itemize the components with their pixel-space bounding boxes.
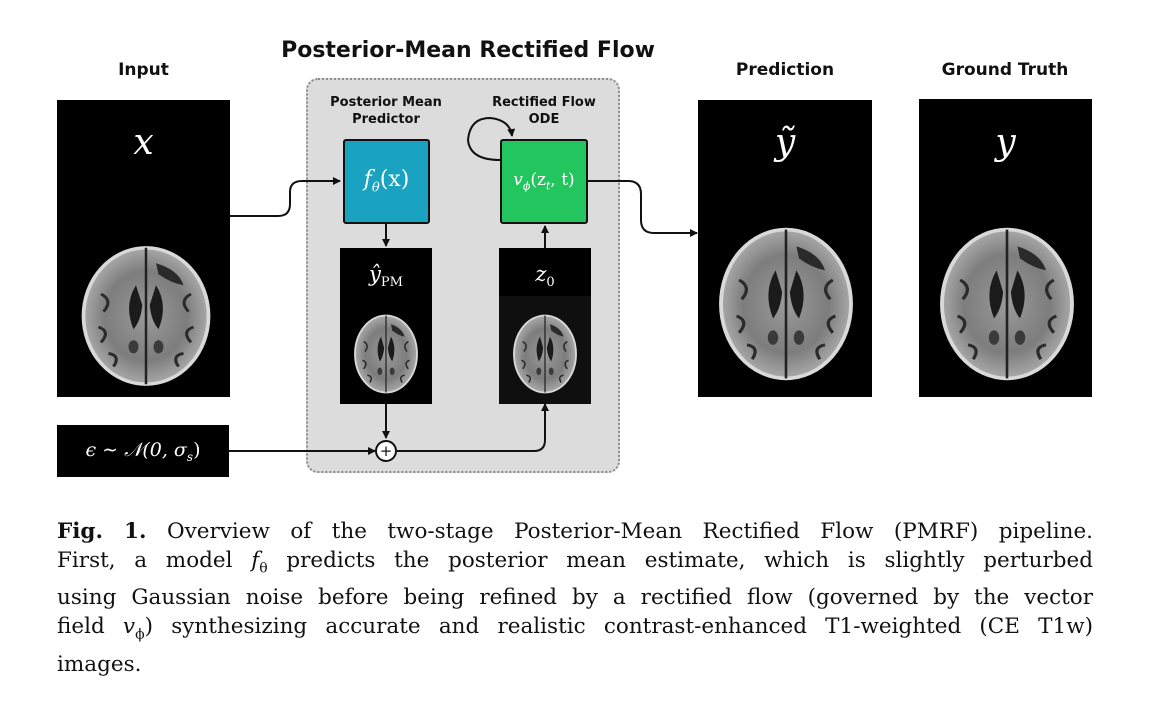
- z0-z: z: [535, 262, 547, 286]
- rf-ode-label: Rectified Flow ODE: [478, 94, 610, 128]
- plus-symbol: +: [379, 442, 393, 460]
- noise-formula: ϵ ∼ 𝒩(0, σs): [86, 439, 201, 464]
- posterior-mean-predictor-box: fθ(x): [343, 139, 430, 224]
- input-image-panel: x: [57, 100, 230, 397]
- pm-predictor-label-line1: Posterior Mean: [330, 95, 442, 110]
- caption-line-3: using Gaussian noise before being refine…: [57, 585, 1093, 611]
- t-subscript: t: [546, 179, 551, 193]
- caption-line-2-a: First, a model: [57, 548, 252, 573]
- ypm-subscript: PM: [380, 275, 403, 291]
- arrow-v-to-prediction: [588, 180, 698, 237]
- ground-truth-header: Ground Truth: [941, 60, 1069, 80]
- caption-line-2-b: predicts the posterior mean estimate, wh…: [267, 548, 1093, 573]
- ypm-symbol: ŷPM: [340, 262, 432, 290]
- input-symbol: x: [133, 122, 154, 163]
- caption-f-sub: θ: [259, 560, 268, 577]
- ground-truth-brain-image: [940, 227, 1074, 381]
- z0-subscript: 0: [546, 275, 555, 291]
- figure-caption: Fig. 1. Overview of the two-stage Poster…: [57, 517, 1093, 679]
- f-symbol: f: [363, 167, 372, 193]
- f-argument: (x): [379, 167, 410, 193]
- prediction-header: Prediction: [735, 60, 835, 80]
- f-theta-formula: fθ(x): [364, 167, 410, 195]
- rectified-flow-ode-box: vϕ(zt, t): [500, 139, 588, 224]
- posterior-mean-estimate-panel: ŷPM: [340, 248, 432, 404]
- noise-box: ϵ ∼ 𝒩(0, σs): [57, 425, 229, 477]
- rf-ode-label-line1: Rectified Flow: [492, 95, 596, 110]
- z0-brain-image: [499, 296, 591, 404]
- v-arg-close: , t): [550, 170, 575, 191]
- plus-circle: [375, 440, 397, 462]
- caption-line-4-a: field: [57, 614, 123, 640]
- prediction-brain-image: [719, 227, 853, 381]
- theta-subscript: θ: [371, 180, 380, 196]
- pm-predictor-label-line2: Predictor: [352, 112, 420, 127]
- rf-ode-label-line2: ODE: [528, 112, 560, 127]
- figure-label: Fig. 1.: [57, 519, 147, 544]
- pm-predictor-label: Posterior Mean Predictor: [318, 94, 454, 128]
- caption-line-4: field vϕ) synthesizing accurate and real…: [57, 612, 1093, 649]
- caption-line-5: images.: [57, 651, 142, 677]
- z0-symbol: z0: [499, 262, 591, 290]
- z0-panel: z0: [499, 248, 591, 404]
- caption-f: f: [251, 548, 260, 573]
- ground-truth-symbol: y: [995, 122, 1016, 163]
- arrow-plus-to-z0: [397, 403, 549, 452]
- input-header: Input: [118, 60, 169, 80]
- noise-text: ϵ ∼ 𝒩(0, σ: [85, 438, 187, 461]
- prediction-symbol: ỹ: [774, 122, 796, 163]
- input-brain-image: [81, 245, 211, 387]
- sigma-subscript: s: [186, 449, 194, 464]
- caption-line-4-b: ) synthesizing accurate and realistic co…: [144, 614, 1093, 640]
- phi-subscript: ϕ: [522, 179, 531, 193]
- caption-v-sub: ϕ: [135, 626, 145, 643]
- connector-lines: [229, 116, 698, 462]
- noise-close-paren: ): [193, 438, 201, 461]
- v-symbol: v: [513, 170, 523, 191]
- caption-line-2: First, a model fθ predicts the posterior…: [57, 546, 1093, 583]
- ypm-brain-image: [354, 314, 418, 394]
- ground-truth-image-panel: y: [919, 99, 1092, 397]
- arrow-input-to-f: [230, 177, 341, 217]
- prediction-image-panel: ỹ: [698, 100, 872, 397]
- v-phi-formula: vϕ(zt, t): [513, 170, 574, 192]
- caption-line-1: Fig. 1. Overview of the two-stage Poster…: [57, 517, 1093, 546]
- v-arg-open: (z: [530, 170, 546, 191]
- caption-line-1-text: Overview of the two-stage Posterior-Mean…: [166, 519, 1093, 544]
- figure-title: Posterior-Mean Rectified Flow: [281, 38, 655, 63]
- caption-v: v: [122, 614, 136, 640]
- ypm-hat-y: ŷ: [369, 262, 381, 286]
- self-loop-arrow: [466, 116, 516, 161]
